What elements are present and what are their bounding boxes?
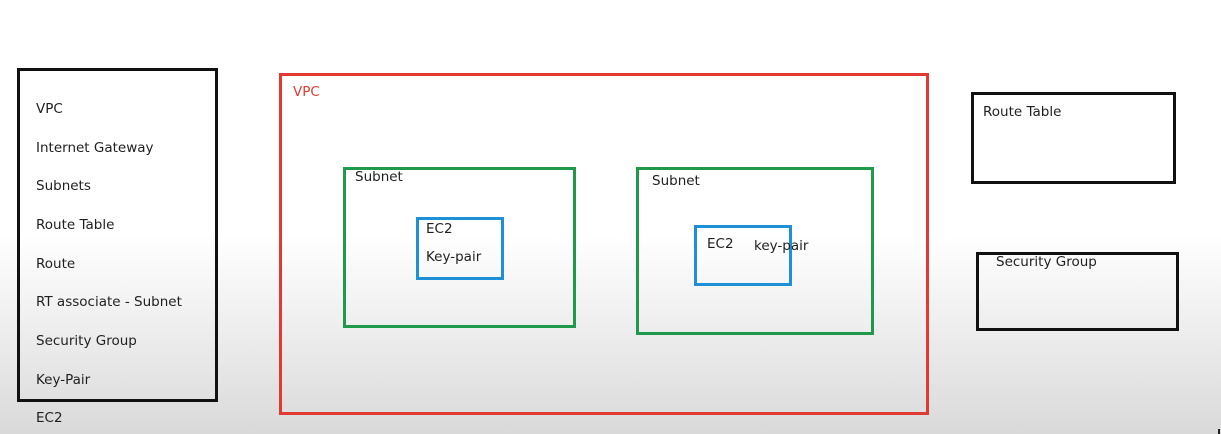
security-group-label: Security Group [996,254,1097,270]
checklist-item-security-group: Security Group [36,333,137,349]
subnet-label-1: Subnet [355,169,403,185]
ec2-key-pair-1: Key-pair [426,249,482,265]
ec2-box-1 [416,217,504,280]
subnet-label-2: Subnet [652,173,700,189]
checklist-item-internet-gateway: Internet Gateway [36,140,154,156]
ec2-box-2 [694,225,792,286]
ec2-title-1: EC2 [426,221,453,237]
route-table-box [971,92,1176,184]
checklist-item-route: Route [36,256,76,272]
subnet-box-1 [343,167,576,328]
subnet-box-2 [636,167,874,335]
checklist-item-route-table: Route Table [36,217,115,233]
checklist-item-subnets: Subnets [36,178,91,194]
security-group-box [976,252,1179,331]
checklist-item-vpc: VPC [36,101,63,117]
checklist-item-ec2: EC2 [36,410,63,426]
ec2-key-pair-2: key-pair [754,238,809,254]
route-table-label: Route Table [983,104,1062,120]
checklist-panel [17,68,218,402]
vpc-box [279,73,929,415]
checklist-item-rt-associate-subnet: RT associate - Subnet [36,294,182,310]
vpc-label: VPC [293,84,320,100]
checklist-item-key-pair: Key-Pair [36,372,91,388]
ec2-title-2: EC2 [707,236,734,252]
corner-tick-mark [1218,429,1220,434]
